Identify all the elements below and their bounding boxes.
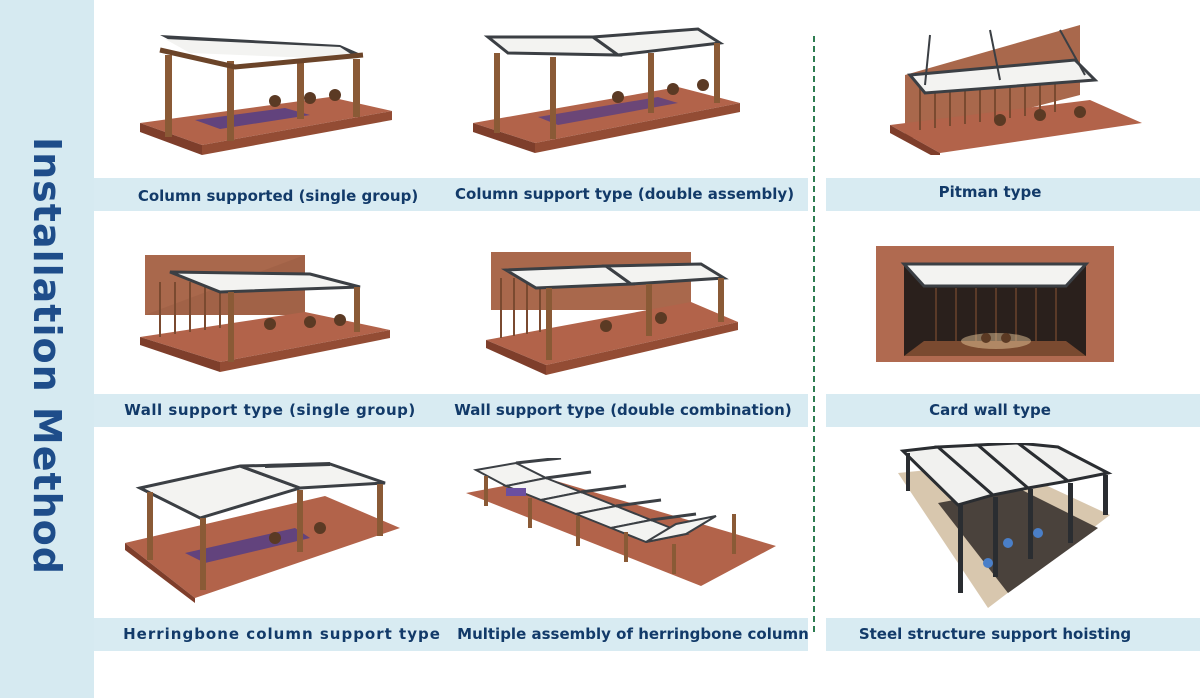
label-steel-structure: Steel structure support hoisting: [858, 625, 1132, 643]
illustration-steel-structure: [898, 443, 1114, 608]
sidebar: Installation Method: [0, 0, 94, 698]
illustration-wall-double: [486, 250, 741, 378]
illustration-wall-single: [140, 252, 395, 377]
label-band-row-3: [94, 618, 1200, 651]
illustration-herringbone-multiple: [466, 458, 778, 588]
label-wall-double: Wall support type (double combination): [454, 401, 792, 419]
illustration-herringbone-single: [125, 458, 403, 603]
label-card-wall: Card wall type: [929, 401, 1051, 419]
illustration-column-double: [468, 25, 744, 173]
label-band-row-2: [94, 394, 1200, 427]
label-column-single: Column supported (single group): [137, 187, 419, 205]
label-herringbone-multiple: Multiple assembly of herringbone column: [457, 625, 809, 643]
label-herringbone-single: Herringbone column support type: [123, 625, 441, 643]
illustration-column-single: [135, 25, 397, 173]
label-column-double: Column support type (double assembly): [455, 185, 795, 203]
illustration-card-wall: [876, 246, 1114, 362]
column-divider: [813, 36, 815, 632]
label-wall-single: Wall support type (single group): [124, 401, 416, 419]
sidebar-title: Installation Method: [25, 136, 69, 576]
label-pitman: Pitman type: [938, 183, 1042, 201]
illustration-pitman: [890, 25, 1145, 155]
label-band-row-1: [94, 178, 1200, 211]
